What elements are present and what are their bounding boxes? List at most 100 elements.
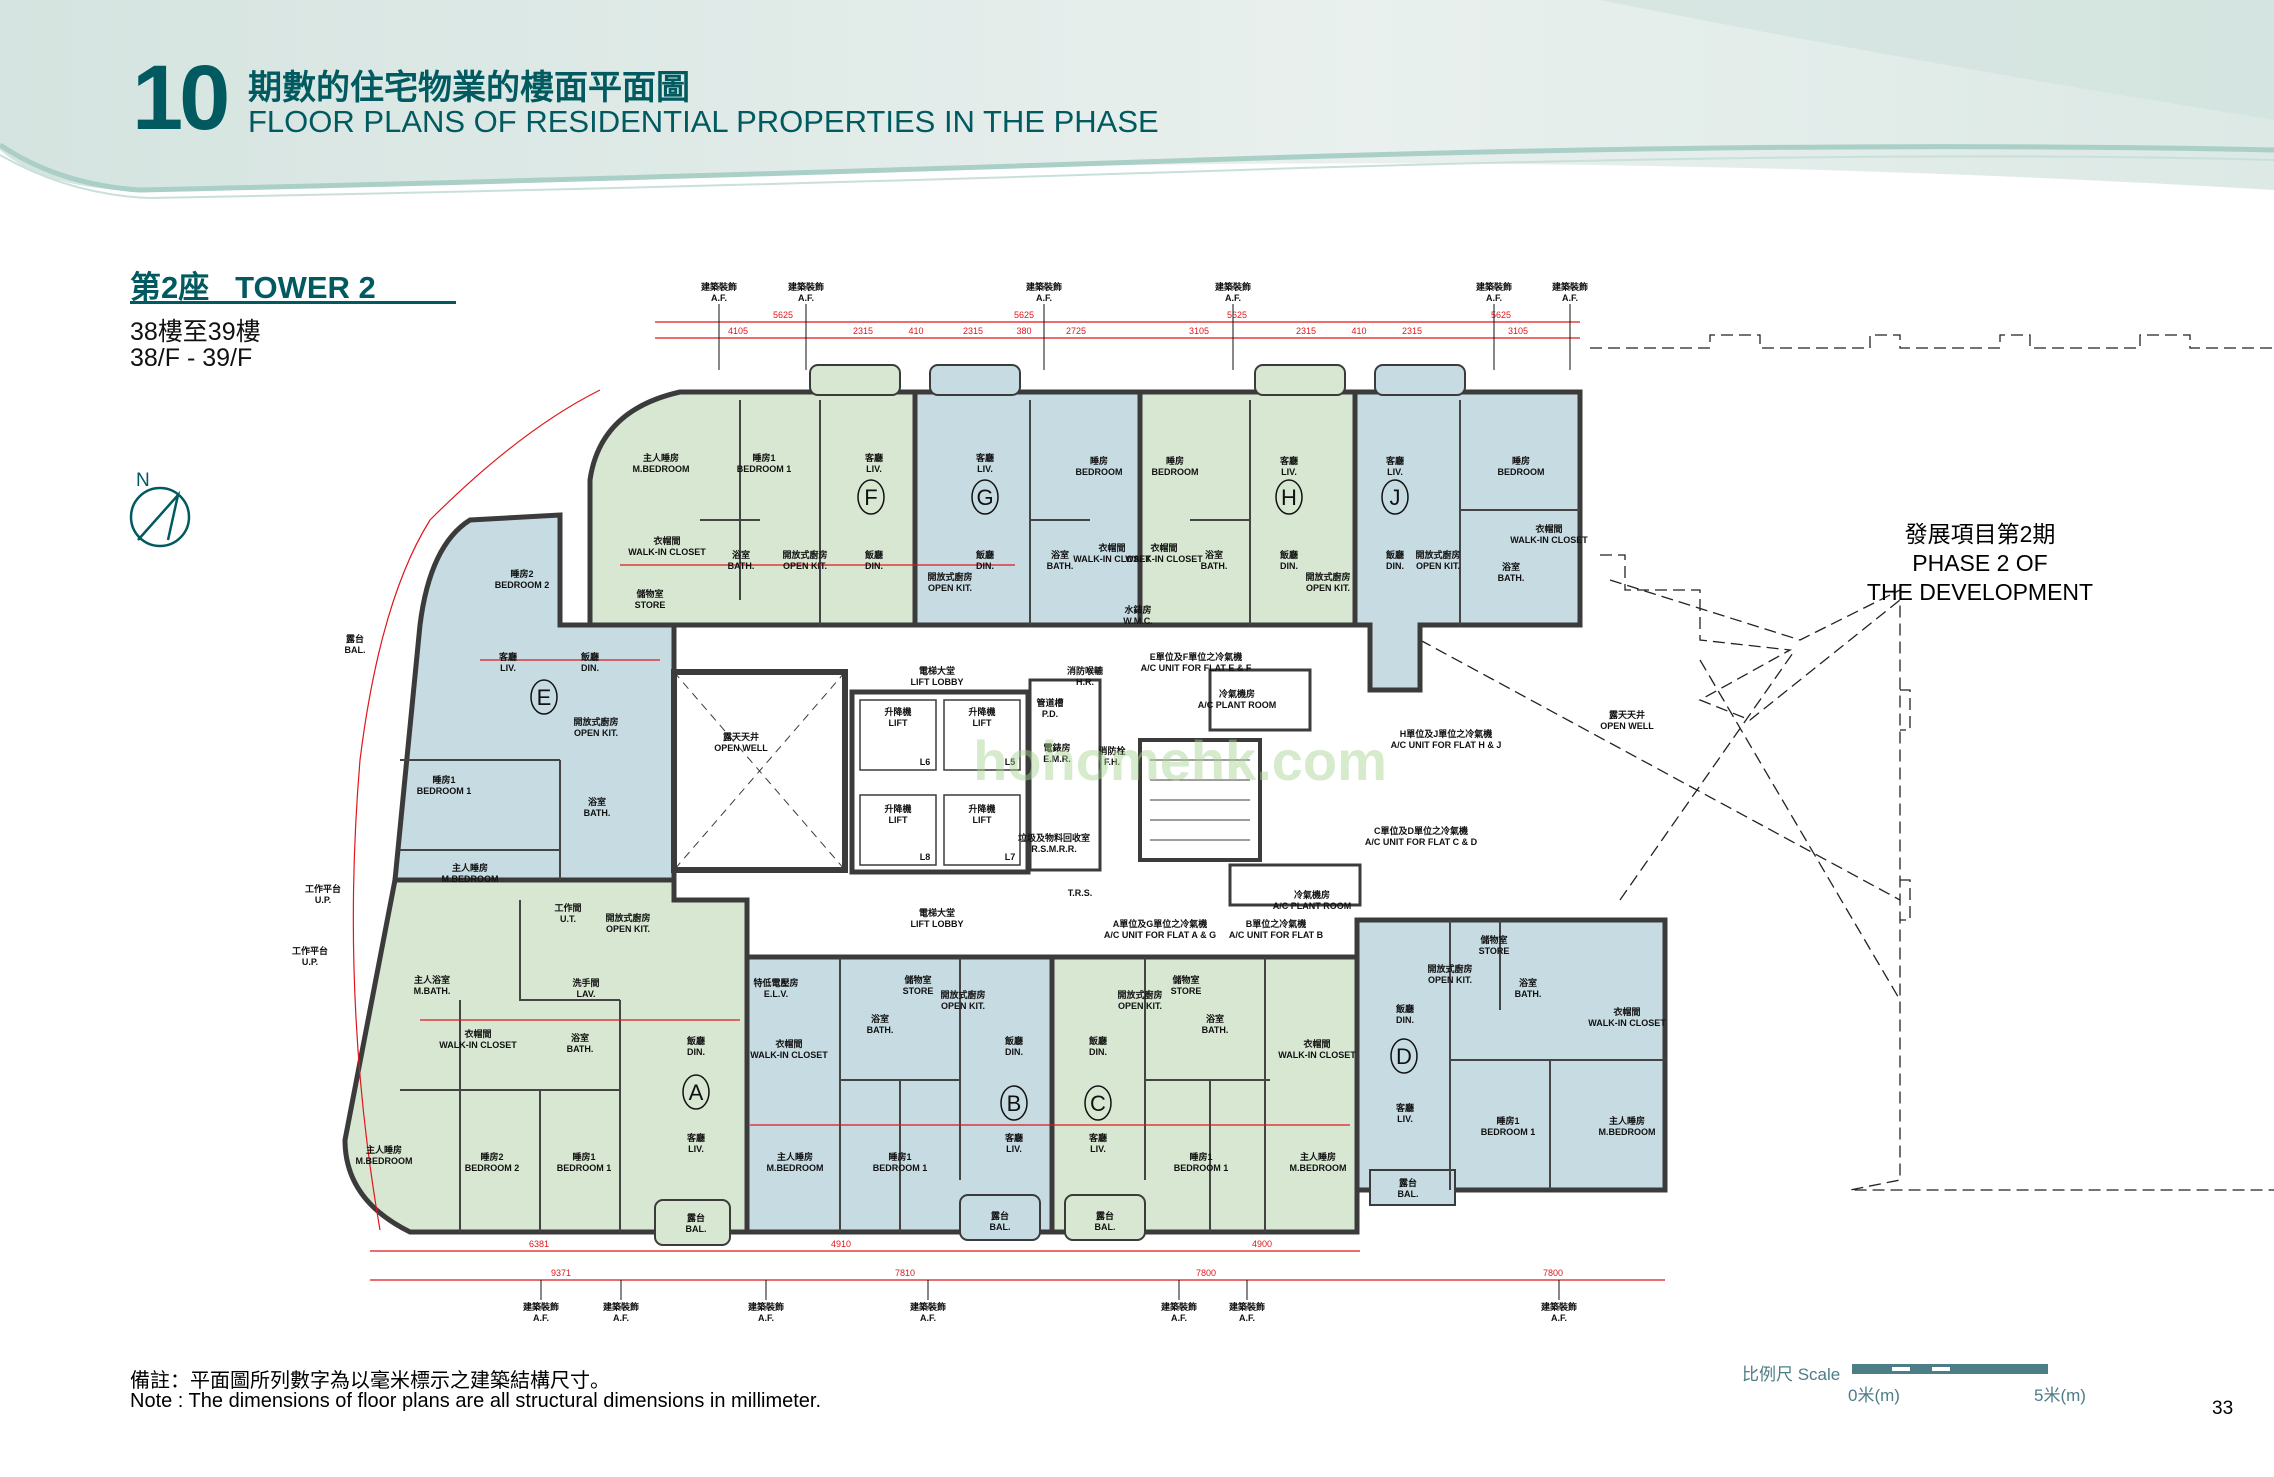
room-label-en: LIFT <box>889 718 908 728</box>
room-label-en: BATH. <box>1202 1025 1229 1035</box>
room-label-zh: 露天天井 <box>1609 709 1645 720</box>
unit-letter-circle <box>971 479 999 515</box>
dimension-label: 4900 <box>1252 1239 1272 1249</box>
room-label-en: LIFT LOBBY <box>911 677 964 687</box>
room-label-en: BEDROOM <box>1076 467 1123 477</box>
room-label-zh: 露台 <box>346 633 364 644</box>
room-label-zh: 睡房2 <box>510 568 533 579</box>
room-label-en: BEDROOM 1 <box>873 1163 928 1173</box>
dimension-label: 5625 <box>1491 310 1511 320</box>
room-label-zh: 工作間 <box>554 902 581 913</box>
room-label-zh: 衣帽間 <box>464 1028 491 1039</box>
dimension-label: 4105 <box>728 326 748 336</box>
af-label-en: A.F. <box>711 293 727 303</box>
room-label-zh: A單位及G單位之冷氣機 <box>1113 918 1208 929</box>
room-label-zh: 開放式廚房 <box>782 549 827 560</box>
room-label-zh: 開放式廚房 <box>940 989 985 1000</box>
room-label-zh: E單位及F單位之冷氣機 <box>1150 651 1243 662</box>
room-label-en: M.BEDROOM <box>767 1163 824 1173</box>
dimension-label: 2315 <box>1402 326 1422 336</box>
room-label-en: T.R.S. <box>1068 888 1093 898</box>
room-label-en: M.BEDROOM <box>633 464 690 474</box>
scale-bar <box>1852 1364 2048 1374</box>
af-label-zh: 建築裝飾 <box>1552 281 1588 292</box>
af-label-en: A.F. <box>1551 1313 1567 1323</box>
room-label-en: LIV. <box>1387 467 1403 477</box>
room-label-zh: 飯廳 <box>1279 549 1298 560</box>
room-label-en: OPEN KIT. <box>1118 1001 1162 1011</box>
room-label-zh: 睡房1 <box>752 452 775 463</box>
room-label-zh: 飯廳 <box>1395 1003 1414 1014</box>
room-label-en: M.BEDROOM <box>1290 1163 1347 1173</box>
room-label-en: LIV. <box>1281 467 1297 477</box>
room-label-en: A/C PLANT ROOM <box>1273 901 1352 911</box>
af-label-en: A.F. <box>1239 1313 1255 1323</box>
room-label-zh: 消防喉轆 <box>1067 665 1103 676</box>
room-label-en: LAV. <box>576 989 595 999</box>
room-label-zh: 主人浴室 <box>414 974 450 985</box>
unit-j-area <box>1352 389 1583 693</box>
unit-letter-circle <box>1275 479 1303 515</box>
room-label-en: DIN. <box>581 663 599 673</box>
room-label-en: BATH. <box>867 1025 894 1035</box>
room-label-en: BAL. <box>686 1224 707 1234</box>
unit-regions <box>342 364 1668 1246</box>
room-label-en: DIN. <box>1089 1047 1107 1057</box>
room-label-en: BEDROOM 2 <box>495 580 550 590</box>
af-label-zh: 建築裝飾 <box>523 1301 559 1312</box>
room-label-zh: 儲物室 <box>903 974 931 985</box>
dimension-label: 5625 <box>773 310 793 320</box>
room-label-en: U.P. <box>302 957 318 967</box>
room-label-zh: 冷氣機房 <box>1294 889 1330 900</box>
room-label-zh: 浴室 <box>871 1013 889 1024</box>
room-label-en: A/C UNIT FOR FLAT B <box>1229 930 1324 940</box>
unit-letter-d: D <box>1396 1044 1412 1069</box>
room-label-zh: 睡房1 <box>888 1151 911 1162</box>
room-label-en: LIFT <box>973 815 992 825</box>
room-label-zh: 消防栓 <box>1098 745 1125 756</box>
room-label-en: BATH. <box>1515 989 1542 999</box>
room-label-zh: 冷氣機房 <box>1219 688 1255 699</box>
room-label-en: STORE <box>1171 986 1202 996</box>
room-label-en: U.P. <box>315 895 331 905</box>
room-label-en: OPEN KIT. <box>574 728 618 738</box>
room-label-zh: 主人睡房 <box>777 1151 813 1162</box>
room-label-en: BEDROOM <box>1498 467 1545 477</box>
room-label-zh: 飯廳 <box>975 549 994 560</box>
room-label-en: STORE <box>1479 946 1510 956</box>
room-label-en: A/C PLANT ROOM <box>1198 700 1277 710</box>
room-label-en: BAL. <box>345 645 366 655</box>
room-label-zh: 開放式廚房 <box>605 912 650 923</box>
room-label-zh: 特低電壓房 <box>753 977 798 988</box>
floor-range-zh: 38樓至39樓 <box>130 318 261 346</box>
room-label-en: M.BEDROOM <box>442 874 499 884</box>
unit-letter-circle <box>530 679 558 715</box>
room-label-en: BATH. <box>584 808 611 818</box>
